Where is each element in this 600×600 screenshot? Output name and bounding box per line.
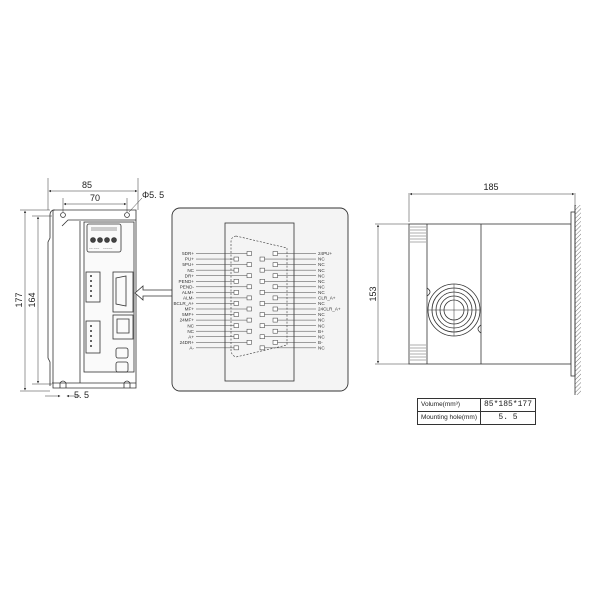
spec-key: Volume(mm³) [417, 398, 481, 412]
pin-label: PU+ [185, 257, 194, 262]
dim-slot: 5. 5 [74, 390, 89, 400]
dim-depth: 185 [483, 182, 498, 192]
pin-labels-left: 5DR+PU+5PU+NCDR+PEND+PEND-ALM+ALM-BCLR_A… [173, 251, 194, 350]
dim-width: 85 [82, 180, 92, 190]
pin-label: 5PU+ [182, 262, 194, 267]
pin-label: NC [318, 273, 325, 278]
dim-side-height: 153 [368, 286, 378, 301]
pin-label: 24PU+ [318, 251, 332, 256]
pin-label: DR+ [185, 273, 195, 278]
spec-value: 5. 5 [479, 411, 537, 425]
pin-label: NC [187, 323, 194, 328]
front-view: ~~ ~~~ ~~~~~ [20, 178, 174, 392]
pin-label: CLR_A+ [318, 296, 336, 301]
pin-label: BCLR_A+ [173, 301, 194, 306]
pin-label: NC [318, 284, 325, 289]
pin-label: 5DR+ [182, 251, 194, 256]
table-row: Mounting hole(mm) 5. 5 [417, 411, 537, 425]
pin-label: A+ [188, 334, 194, 339]
pin-lines [196, 251, 316, 351]
pin-label: ALM+ [182, 290, 194, 295]
pin-label: NC [318, 312, 325, 317]
pin-label: MF+ [185, 307, 195, 312]
pin-labels-right: 24PU+NCNCNCNCNCNCNCCLR_A+NC24CLR_A+NCNCN… [318, 251, 341, 350]
pin-label: 24DR+ [180, 340, 195, 345]
pin-label: NC [318, 257, 325, 262]
pin-label: NC [318, 334, 325, 339]
pin-label: NC [318, 262, 325, 267]
pin-label: 5MF+ [182, 312, 194, 317]
pin-label: NC [187, 329, 194, 334]
pin-label: NC [318, 268, 325, 273]
spec-value: 85*185*177 [479, 398, 537, 412]
pin-label: NC [318, 323, 325, 328]
spec-table: Volume(mm³) 85*185*177 Mounting hole(mm)… [417, 398, 537, 425]
pin-label: A- [189, 345, 194, 350]
pin-label: NC [318, 318, 325, 323]
dim-hole-spacing: 70 [90, 193, 100, 203]
pin-label: NC [187, 268, 194, 273]
dim-height: 177 [14, 292, 24, 307]
pin-label: ALM- [183, 296, 194, 301]
pin-label: NC [318, 345, 325, 350]
pin-label: NC [318, 279, 325, 284]
table-row: Volume(mm³) 85*185*177 [417, 398, 537, 412]
pin-label: 24CLR_A+ [318, 307, 341, 312]
spec-key: Mounting hole(mm) [417, 411, 481, 425]
svg-text:~~~~~: ~~~~~ [103, 247, 112, 251]
pin-label: B- [318, 340, 323, 345]
pin-label: NC [318, 290, 325, 295]
pin-label: PEND- [180, 284, 195, 289]
pin-label: 24MF+ [180, 318, 195, 323]
svg-text:~~ ~~~: ~~ ~~~ [89, 247, 99, 251]
pin-label: PEND+ [179, 279, 195, 284]
side-view [375, 192, 581, 395]
pin-label: NC [318, 301, 325, 306]
dim-hole-height: 164 [27, 292, 37, 307]
pin-label: B+ [318, 329, 324, 334]
dim-hole-diameter: Φ5. 5 [142, 190, 164, 200]
